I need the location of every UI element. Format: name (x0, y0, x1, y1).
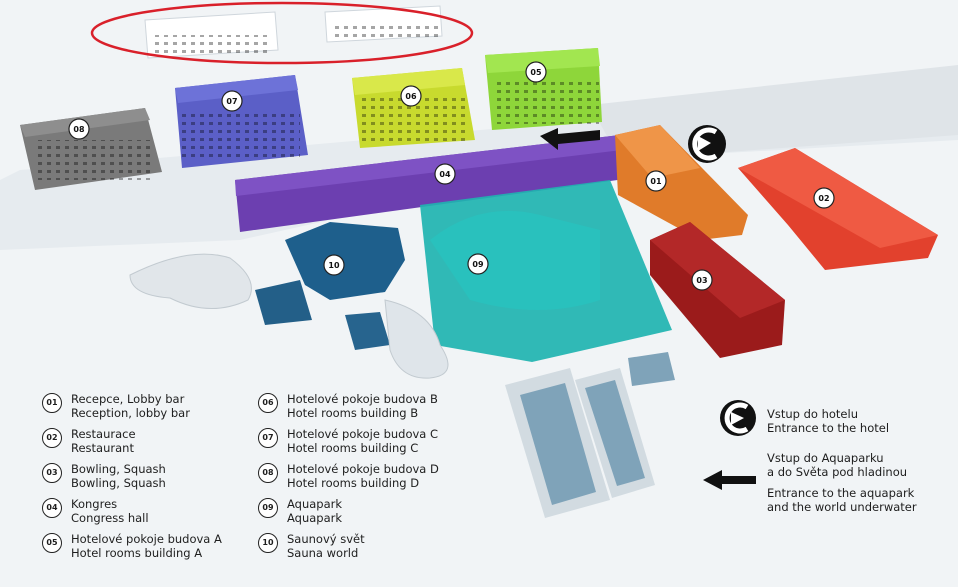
badge-label: 04 (439, 170, 451, 179)
hotel-entrance-marker (688, 125, 726, 163)
hotel-entrance-cz: Vstup do hotelu (767, 407, 858, 421)
hotel-entrance-label: Vstup do hotelu Entrance to the hotel (767, 407, 889, 435)
legend-number-badge: 05 (42, 533, 62, 553)
legend-label-en: Bowling, Squash (71, 476, 166, 490)
building-01[interactable] (615, 125, 748, 240)
building-05[interactable] (485, 48, 602, 130)
building-04[interactable] (235, 135, 632, 232)
building-07[interactable] (175, 75, 308, 168)
distant-buildings (144, 5, 443, 59)
legend-label-en: Hotel rooms building B (287, 406, 419, 420)
badge-label: 10 (328, 261, 340, 270)
badge-label: 01 (650, 177, 662, 186)
aquapark-entrance-label: Vstup do Aquaparku a do Světa pod hladin… (767, 451, 917, 514)
building-10[interactable] (255, 222, 405, 350)
badge-05: 05 (525, 61, 547, 83)
legend-label-cz: Recepce, Lobby bar (71, 392, 185, 406)
legend-label-en: Hotel rooms building D (287, 476, 420, 490)
badge-label: 06 (405, 92, 417, 101)
legend-label-cz: Aquapark (287, 497, 343, 511)
arrow-left-icon (703, 470, 756, 490)
legend-label-en: Aquapark (287, 511, 343, 525)
legend-number-badge: 09 (258, 498, 278, 518)
outdoor-pools (505, 352, 675, 518)
building-09[interactable] (420, 180, 672, 362)
badge-label: 08 (73, 125, 85, 134)
legend-label-cz: Kongres (71, 497, 118, 511)
legend-label-en: Restaurant (71, 441, 134, 455)
legend-label-en: Hotel rooms building C (287, 441, 419, 455)
legend-label-cz: Hotelové pokoje budova D (287, 462, 439, 476)
legend-label-cz: Hotelové pokoje budova B (287, 392, 438, 406)
badge-06: 06 (400, 85, 422, 107)
legend-number-badge: 06 (258, 393, 278, 413)
legend-number-badge: 07 (258, 428, 278, 448)
badge-07: 07 (221, 90, 243, 112)
legend-label-en: Sauna world (287, 546, 359, 560)
circle-arrow-left-icon (720, 400, 756, 436)
badge-02: 02 (813, 187, 835, 209)
legend-number-badge: 08 (258, 463, 278, 483)
aquapark-entrance-en2: and the world underwater (767, 500, 917, 514)
building-02[interactable] (738, 148, 938, 270)
legend-number-badge: 03 (42, 463, 62, 483)
legend-label-en: Congress hall (71, 511, 149, 525)
outdoor-pool-small (384, 299, 449, 379)
aquapark-entrance-cz1: Vstup do Aquaparku (767, 451, 884, 465)
legend-label-cz: Hotelové pokoje budova C (287, 427, 439, 441)
legend-label-cz: Restaurace (71, 427, 136, 441)
badge-10: 10 (323, 254, 345, 276)
hotel-entrance-en: Entrance to the hotel (767, 421, 890, 435)
road-east (590, 65, 958, 160)
badge-08: 08 (68, 118, 90, 140)
badge-label: 03 (696, 276, 707, 285)
building-08[interactable] (20, 108, 162, 190)
badge-01: 01 (645, 170, 667, 192)
legend-label-cz: Bowling, Squash (71, 462, 166, 476)
legend-number-badge: 04 (42, 498, 62, 518)
badge-04: 04 (434, 163, 456, 185)
legend-number-badge: 10 (258, 533, 278, 553)
legend-label-cz: Saunový svět (287, 532, 365, 546)
legend-number-badge: 02 (42, 428, 62, 448)
badge-label: 09 (472, 260, 484, 269)
aquapark-entrance-en1: Entrance to the aquapark (767, 486, 915, 500)
building-06[interactable] (352, 68, 475, 148)
legend-label-en: Hotel rooms building A (71, 546, 203, 560)
badge-label: 05 (530, 68, 542, 77)
aquapark-entrance-cz2: a do Světa pod hladinou (767, 465, 908, 479)
aquapark-entrance-arrow (540, 128, 600, 150)
badge-03: 03 (691, 269, 713, 291)
legend-label-en: Reception, lobby bar (71, 406, 190, 420)
legend-label-cz: Hotelové pokoje budova A (71, 532, 222, 546)
sauna-garden-pool (129, 253, 252, 309)
badge-label: 02 (818, 194, 829, 203)
badge-label: 07 (226, 97, 237, 106)
legend-number-badge: 01 (42, 393, 62, 413)
badge-09: 09 (467, 253, 489, 275)
building-03[interactable] (650, 222, 785, 358)
highlight-ellipse (90, 1, 474, 65)
